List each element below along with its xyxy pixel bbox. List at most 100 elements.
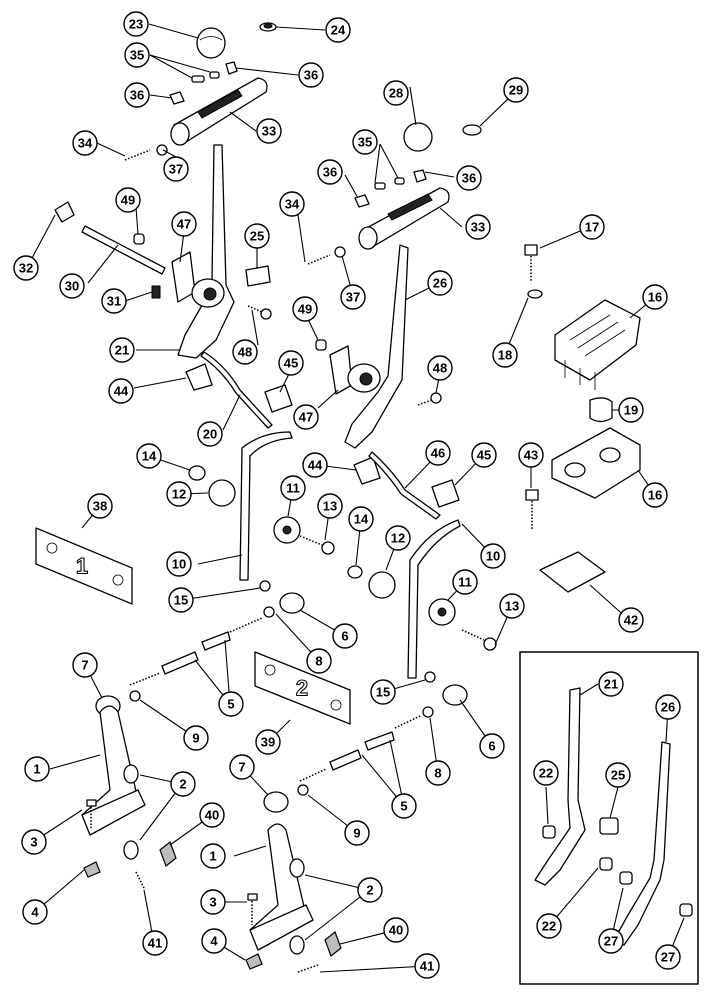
insert-29 (462, 124, 482, 136)
bolt-43 (525, 489, 539, 530)
decal-39-label: 2 (296, 676, 308, 701)
callout-9-left: 9 (183, 725, 209, 751)
svg-text:33: 33 (262, 124, 276, 139)
callout-36-c: 36 (317, 159, 343, 185)
ball-37-left (156, 144, 168, 156)
block-12-right (368, 571, 396, 599)
svg-text:35: 35 (130, 48, 144, 63)
cap-6-left (279, 592, 305, 614)
svg-text:14: 14 (142, 449, 157, 464)
bushing-2-left-b (123, 840, 139, 860)
svg-text:8: 8 (434, 766, 441, 781)
set-screw-31 (151, 285, 161, 299)
screw-41-left (135, 871, 145, 889)
link-10-right (407, 519, 461, 679)
callout-42: 42 (618, 607, 644, 633)
callout-47-right: 47 (293, 404, 319, 430)
svg-text:35: 35 (358, 135, 372, 150)
svg-text:37: 37 (346, 290, 360, 305)
ball-15-right (424, 671, 436, 683)
callout-10-left: 10 (166, 551, 192, 577)
ball-15-left (259, 580, 271, 592)
guide-plate-16-bottom (551, 427, 641, 499)
svg-text:26: 26 (661, 700, 675, 715)
insert-24 (259, 22, 277, 32)
decal-38-label: 1 (76, 554, 88, 579)
callout-26-inset: 26 (655, 694, 681, 720)
callout-13-left: 13 (317, 493, 343, 519)
spring-right-upper (394, 715, 421, 729)
bolt-3-right (247, 893, 258, 925)
svg-text:46: 46 (431, 446, 445, 461)
ring-8-left (263, 606, 275, 618)
inset-bushing-22-top (542, 825, 556, 839)
svg-text:36: 36 (323, 165, 337, 180)
shaft-30 (81, 225, 166, 275)
svg-text:20: 20 (203, 427, 217, 442)
pin-35-left (191, 71, 220, 83)
svg-text:45: 45 (284, 356, 298, 371)
clip-4-left (83, 861, 101, 878)
svg-text:17: 17 (585, 220, 599, 235)
callout-11-right: 11 (452, 569, 478, 595)
callout-34-left: 34 (72, 130, 98, 156)
bushing-2-right-b (289, 935, 305, 955)
callout-44-right: 44 (302, 452, 328, 478)
clip-36-d (354, 194, 370, 208)
callout-11-left: 11 (280, 475, 306, 501)
svg-text:16: 16 (648, 488, 662, 503)
svg-text:22: 22 (542, 919, 556, 934)
callout-10-right: 10 (480, 543, 506, 569)
callout-18: 18 (492, 342, 518, 368)
svg-text:34: 34 (285, 197, 300, 212)
callout-48-left: 48 (232, 339, 258, 365)
knob-23 (196, 27, 226, 59)
svg-text:11: 11 (458, 575, 472, 590)
svg-text:44: 44 (114, 384, 129, 399)
callout-19: 19 (618, 397, 644, 423)
svg-text:13: 13 (323, 499, 337, 514)
clip-45-right (431, 479, 460, 508)
callout-5-right: 5 (391, 793, 417, 819)
inset-lever-26 (613, 741, 671, 946)
decal-39: 2 (254, 651, 351, 725)
shift-lever-21 (177, 144, 235, 359)
svg-text:16: 16 (648, 290, 662, 305)
svg-text:34: 34 (78, 136, 93, 151)
svg-text:31: 31 (107, 294, 121, 309)
bolt-48-right (417, 392, 442, 406)
inset-bushing-25 (599, 817, 619, 835)
svg-text:6: 6 (488, 739, 495, 754)
svg-text:3: 3 (209, 895, 216, 910)
inset-bushing-27-left (619, 871, 633, 885)
clip-44-left (185, 363, 213, 391)
svg-text:39: 39 (261, 735, 275, 750)
svg-text:27: 27 (661, 950, 675, 965)
callout-23: 23 (123, 11, 149, 37)
svg-text:49: 49 (121, 193, 135, 208)
svg-text:36: 36 (130, 88, 144, 103)
svg-text:45: 45 (477, 448, 491, 463)
callout-25-inset: 25 (605, 762, 631, 788)
callout-27-inset-right: 27 (655, 944, 681, 970)
clip-36-c (413, 169, 427, 183)
svg-text:2: 2 (179, 777, 186, 792)
bolt-17 (524, 244, 538, 282)
callout-14-right: 14 (348, 506, 374, 532)
fork-1-right (249, 823, 314, 951)
ring-9-left (129, 690, 141, 702)
cap-7-right (263, 791, 289, 813)
svg-text:21: 21 (604, 677, 618, 692)
callout-5-left: 5 (218, 691, 244, 717)
callout-22-inset-top: 22 (533, 760, 559, 786)
svg-text:15: 15 (376, 685, 390, 700)
bolt-3-left (86, 799, 97, 830)
svg-text:25: 25 (250, 229, 264, 244)
callout-25-left: 25 (244, 223, 270, 249)
callout-49-right: 49 (292, 296, 318, 322)
callout-39: 39 (255, 729, 281, 755)
guide-plate-16-top (554, 299, 641, 390)
spring-left-lower (129, 672, 161, 686)
svg-text:12: 12 (172, 487, 186, 502)
